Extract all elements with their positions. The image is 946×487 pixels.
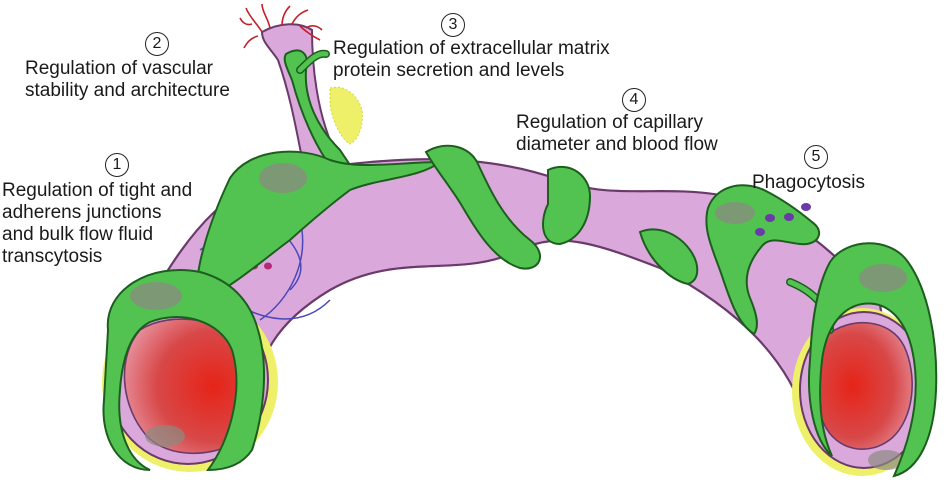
annotation-4-line-1: Regulation of capillary <box>516 112 703 133</box>
red-dendrites <box>239 3 323 49</box>
annotation-3-line-2: protein secretion and levels <box>333 60 565 81</box>
annotation-label-2: Regulation of vascular stability and arc… <box>25 58 230 102</box>
right-cross-section <box>792 308 932 476</box>
annotation-number-1: 1 <box>105 153 129 177</box>
pericyte-spiral-bands <box>424 144 699 286</box>
annotation-label-1: Regulation of tight and adherens junctio… <box>2 180 192 268</box>
phagocytosed-particles <box>755 203 811 236</box>
annotation-label-4: Regulation of capillary diameter and blo… <box>516 112 718 156</box>
annotation-4-line-2: diameter and blood flow <box>516 134 718 155</box>
annotation-number-5: 5 <box>804 145 828 169</box>
annotation-label-3: Regulation of extracellular matrix prote… <box>333 38 610 82</box>
annotation-number-2: 2 <box>145 32 169 56</box>
annotation-2-line-2: stability and architecture <box>25 80 230 101</box>
annotation-2-line-1: Regulation of vascular <box>25 58 213 79</box>
extracellular-matrix <box>329 86 363 145</box>
pericyte-right-bottom <box>807 242 938 478</box>
annotation-1-line-4: transcytosis <box>2 246 103 267</box>
annotation-1-line-3: and bulk flow fluid <box>2 224 154 245</box>
annotation-3-line-1: Regulation of extracellular matrix <box>333 38 610 59</box>
annotation-5-line-1: Phagocytosis <box>752 172 866 193</box>
pericyte-left-bottom <box>102 268 265 472</box>
annotation-label-5: Phagocytosis <box>752 172 865 194</box>
annotation-1-line-2: adherens junctions <box>2 202 162 223</box>
annotation-1-line-1: Regulation of tight and <box>2 180 193 201</box>
annotation-number-3: 3 <box>441 13 465 37</box>
annotation-number-4: 4 <box>622 88 646 112</box>
